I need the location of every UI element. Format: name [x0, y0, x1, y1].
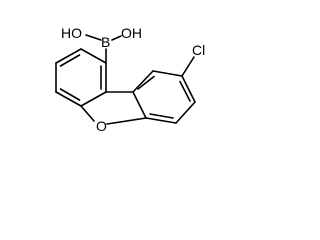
boron-label: B [101, 34, 110, 50]
bond-c8-c7 [181, 75, 196, 103]
hydroxyl-right-label: OH [121, 25, 142, 41]
double-bond-c8-c7 [179, 80, 191, 102]
double-bond-c4a-c4 [59, 88, 81, 101]
bond-c9a-c9 [132, 70, 154, 93]
bond-c3-c2 [55, 48, 82, 64]
bond-ho-b [85, 34, 102, 41]
bond-c4a-c4 [55, 91, 82, 107]
furan-oxygen-label: O [96, 118, 107, 134]
double-bond-c3-c2 [59, 54, 81, 67]
chlorine-label: Cl [192, 42, 205, 58]
double-bond-c9a-c9 [137, 75, 155, 90]
bond-c4a-o5 [80, 105, 95, 122]
bond-c9-c8 [152, 70, 183, 77]
bond-c8-cl [181, 56, 195, 77]
double-bond-c6-c5a [149, 113, 174, 119]
chemical-structure: HO OH B Cl O [55, 25, 205, 134]
bond-o5-c5a [106, 117, 147, 125]
atom-labels: HO OH B Cl O [61, 25, 205, 134]
bond-c2-c1 [80, 48, 107, 64]
bond-b-oh [111, 35, 122, 41]
bond-c9a-c5a [132, 91, 147, 119]
bond-c7-c6 [175, 101, 196, 124]
bond-c6-c5a [145, 117, 177, 124]
bonds [55, 34, 196, 125]
bond-c9b-c4a [80, 91, 107, 107]
hydroxyl-left-label: HO [61, 25, 82, 41]
